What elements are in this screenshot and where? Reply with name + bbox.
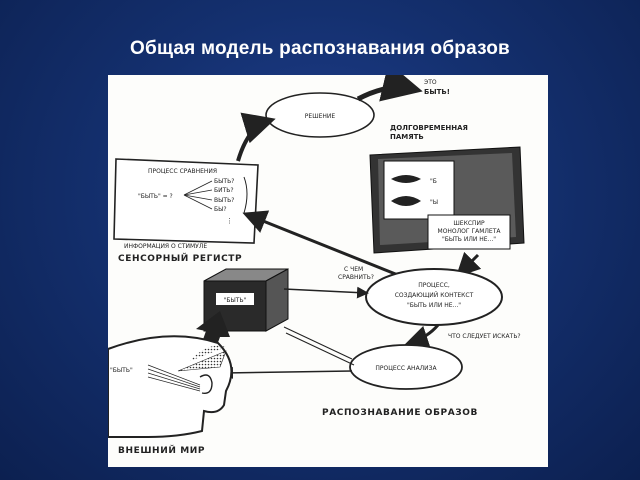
context-to-analysis-arrow <box>404 324 440 349</box>
analysis-label: ПРОЦЕСС АНАЛИЗА <box>375 365 437 372</box>
shakespeare-line1: ШЕКСПИР <box>453 220 485 227</box>
sensory-register-label: СЕНСОРНЫЙ РЕГИСТР <box>118 252 242 264</box>
stimulus-info-label: ИНФОРМАЦИЯ О СТИМУЛЕ <box>124 243 207 250</box>
comparison-stimulus: "БЫТЬ" = ? <box>138 193 173 200</box>
context-line2: СОЗДАЮЩИЙ КОНТЕКСТ <box>395 292 474 299</box>
cube-label: "БЫТЬ" <box>224 297 247 304</box>
mouth-y-label: "Ы <box>430 199 438 206</box>
comparison-title: ПРОЦЕСС СРАВНЕНИЯ <box>148 168 217 175</box>
decision-label: РЕШЕНИЕ <box>305 113 336 120</box>
longterm-memory-box <box>369 146 525 254</box>
candidate-3: ВЫТЬ? <box>214 197 234 204</box>
context-to-comparison-arrow <box>242 210 399 277</box>
candidates-ellipsis: ⋮ <box>226 217 233 225</box>
analysis-node <box>349 344 463 390</box>
pattern-recognition-label: РАСПОЗНАВАНИЕ ОБРАЗОВ <box>322 408 478 418</box>
cube-to-context-arrow <box>283 286 369 299</box>
shakespeare-line2: МОНОЛОГ ГАМЛЕТА <box>438 228 502 235</box>
analysis-to-head-arrow <box>221 366 353 379</box>
shakespeare-line3: "БЫТЬ ИЛИ НЕ..." <box>442 236 496 243</box>
analysis-to-cube-line-b <box>285 332 355 366</box>
what-to-seek-label: ЧТО СЛЕДУЕТ ИСКАТЬ? <box>448 333 521 340</box>
diagram-frame: РЕШЕНИЕ ЭТО БЫТЬ! ДОЛГОВРЕМЕННАЯ ПАМЯТЬ … <box>108 75 548 467</box>
candidate-2: БИТЬ? <box>214 187 234 194</box>
mouth-b-label: "Б <box>430 178 437 185</box>
longterm-memory-line2: ПАМЯТЬ <box>390 133 424 141</box>
candidate-branches <box>183 180 213 210</box>
candidates-bracket <box>243 176 248 214</box>
context-line1: ПРОЦЕСС, <box>418 282 450 289</box>
slide-title: Общая модель распознавания образов <box>130 38 510 59</box>
compare-with-line1: С ЧЕМ <box>344 266 363 273</box>
compare-with-line2: СРАВНИТЬ? <box>338 274 374 281</box>
memory-to-context-arrow <box>455 251 482 278</box>
pattern-recognition-diagram: РЕШЕНИЕ ЭТО БЫТЬ! ДОЛГОВРЕМЕННАЯ ПАМЯТЬ … <box>108 75 525 456</box>
to-be-line1: ЭТО <box>424 79 437 86</box>
decision-output-arrow <box>356 75 423 102</box>
context-line3: "БЫТЬ ИЛИ НЕ..." <box>407 302 461 309</box>
comparison-to-decision-arrow <box>236 112 276 162</box>
candidate-4: БЫ? <box>214 206 227 213</box>
to-be-line2: БЫТЬ! <box>424 88 450 96</box>
analysis-to-cube-line-a <box>283 326 353 360</box>
external-world-label: ВНЕШНИЙ МИР <box>118 444 205 456</box>
spoken-word-label: "БЫТЬ" <box>110 367 133 374</box>
comparison-box <box>113 158 259 244</box>
longterm-memory-line1: ДОЛГОВРЕМЕННАЯ <box>390 124 468 132</box>
candidate-1: БЫТЬ? <box>214 178 234 185</box>
head-silhouette <box>108 335 233 438</box>
